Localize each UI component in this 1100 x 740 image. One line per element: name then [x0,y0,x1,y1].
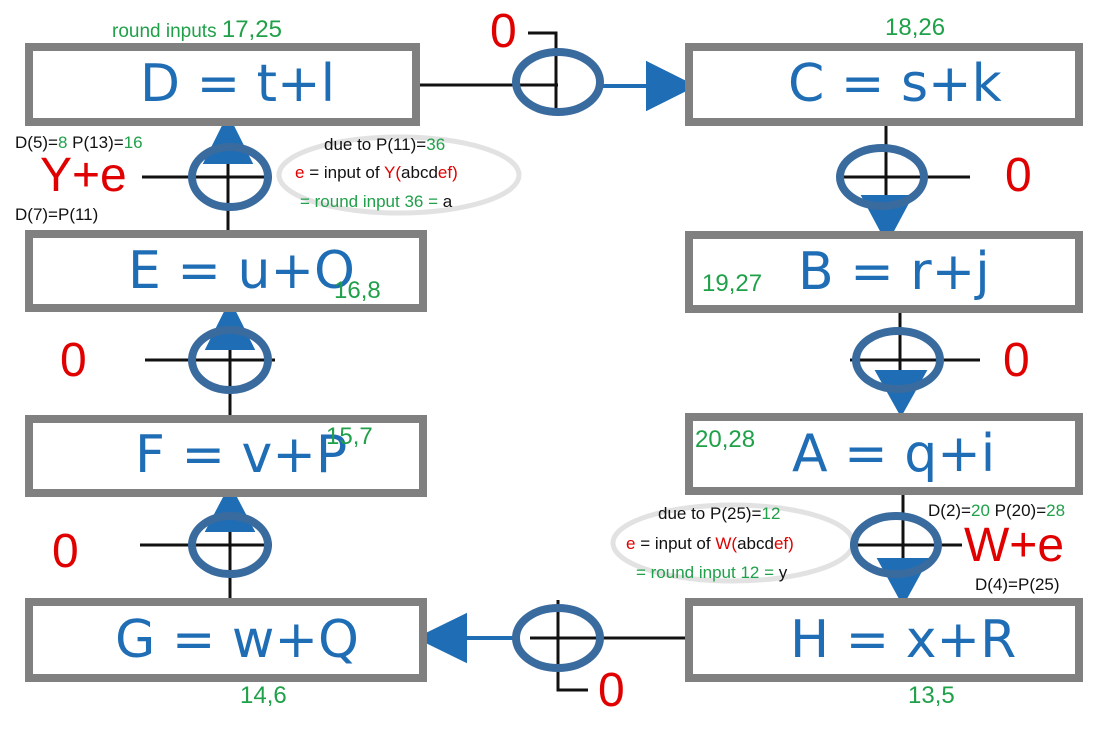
left-input-of-text: = input of [304,163,385,182]
zero-input-right-lower: 0 [1003,334,1030,387]
left-e: e [295,163,305,182]
right-d2-p20: D(2)=20 P(20)=28 [928,502,1065,519]
zero-input-top: 0 [490,5,517,58]
right-due-to: due to P(25)=12 [658,505,780,522]
right-func: W [715,534,732,553]
zero-input-left-upper: 0 [60,334,87,387]
right-round-input: = round input 12 = y [636,564,787,581]
right-d4: D(4)=P(25) [975,575,1060,594]
xor-f-e-icon [188,326,272,394]
right-input-of-text: = input of [635,534,716,553]
xor-a-h-icon [850,512,942,578]
left-d5-value: 8 [57,133,68,152]
left-due-value: 36 [426,135,446,154]
xor-b-a-icon [852,327,944,393]
box-d [25,43,420,126]
left-ye-input: Y+e [40,149,127,202]
zero-input-bottom: 0 [598,664,625,717]
left-func: Y [384,163,396,182]
left-p13-label: P(13)= [67,133,124,152]
equation-c: C = s+k [788,54,1002,114]
equation-h: H = x+R [790,610,1017,670]
left-d5-label: D(5)= [15,133,58,152]
left-round-input-text: = round input 36 = [300,192,443,211]
arrow-head-to-c-icon [646,60,697,112]
round-label-b: 19,27 [702,270,763,297]
xor-top-icon [512,48,604,116]
xor-e-d-icon [188,143,272,211]
xor-bottom-icon [512,604,604,672]
left-due-label: due to P(11)= [324,135,427,154]
round-label-a: 20,28 [695,426,756,453]
box-f [25,415,427,497]
round-label-c: 18,26 [885,14,946,41]
right-p20-value: 28 [1046,501,1066,520]
left-p13-value: 16 [123,133,143,152]
box-e [25,230,427,312]
box-a [685,413,1083,495]
box-h [685,598,1083,682]
round-value-d: 17,25 [221,16,282,43]
box-b [685,231,1083,313]
round-label-d: round inputs 17,25 [112,18,282,42]
xor-c-b-icon [836,144,928,210]
annotation-highlight-left [276,134,522,216]
right-paren-close: ) [788,534,794,553]
line-zero-into-xor-bottom [556,600,588,692]
equation-g: G = w+Q [115,610,359,670]
right-d2-label: D(2)= [928,501,971,520]
zero-input-right-upper: 0 [1005,149,1032,202]
right-result: y [778,563,788,582]
round-label-e: 16,8 [334,277,381,304]
round-label-h: 13,5 [908,682,955,709]
right-p20-label: P(20)= [989,501,1047,520]
right-abcd: abcd [737,534,774,553]
right-d2-value: 20 [970,501,990,520]
right-due-label: due to P(25)= [658,504,762,523]
xor-g-f-icon [188,512,272,578]
equation-e: E = u+O [128,241,355,301]
left-ef: ef [437,163,453,182]
left-d5-p13: D(5)=8 P(13)=16 [15,134,143,151]
left-result: a [442,192,453,211]
left-d7: D(7)=P(11) [15,205,99,224]
zero-input-left-lower: 0 [52,525,79,578]
right-ef: ef [773,534,789,553]
right-e: e [626,534,636,553]
left-due-to: due to P(11)=36 [324,136,445,153]
equation-a: A = q+i [792,424,996,484]
left-abcd: abcd [401,163,438,182]
left-paren-open: ( [395,163,402,182]
right-we-input: W+e [964,519,1065,572]
right-paren-open: ( [731,534,738,553]
round-label-f: 15,7 [326,423,373,450]
line-zero-into-xor-top [528,31,558,115]
equation-b: B = r+j [798,242,990,302]
equation-d: D = t+l [140,54,336,114]
round-label-g: 14,6 [240,682,287,709]
left-paren-close: ) [452,163,458,182]
equation-f: F = v+P [135,425,348,485]
box-g [25,598,427,682]
round-prefix: round inputs [112,21,222,42]
box-c [685,43,1083,126]
right-due-value: 12 [761,504,781,523]
right-round-input-text: = round input 12 = [636,563,779,582]
right-input-of: e = input of W(abcdef) [626,535,794,552]
left-round-input: = round input 36 = a [300,193,452,210]
left-input-of: e = input of Y(abcdef) [295,164,458,181]
arrow-head-to-g-icon [415,612,467,664]
